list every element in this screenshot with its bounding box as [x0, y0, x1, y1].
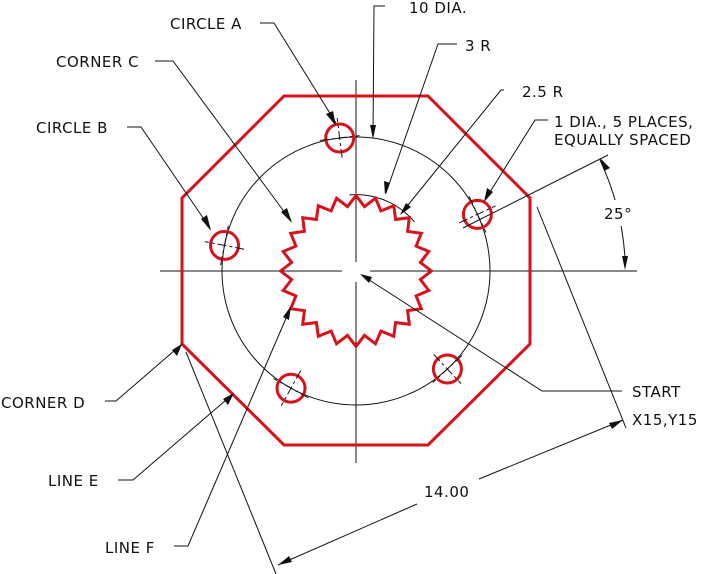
hole-5 — [431, 353, 463, 385]
bolt-circle — [221, 136, 491, 406]
leader-2-5r — [403, 89, 504, 211]
hole-3-centermark-tangent — [220, 225, 229, 266]
label-start-coords: X15,Y15 — [632, 411, 698, 429]
arrowhead-holes — [484, 188, 493, 202]
angle-arrowhead-bottom — [622, 256, 628, 270]
label-corner-c: CORNER C — [56, 53, 139, 71]
hole-5-centermark-tangent — [432, 355, 463, 383]
leader-corner-c — [155, 60, 292, 222]
label-circle-a: CIRCLE A — [170, 15, 242, 33]
leader-circle-b — [127, 126, 211, 229]
leader-start — [362, 275, 622, 392]
hole-3 — [209, 229, 240, 261]
arrowhead-2-5r — [400, 203, 411, 215]
extension-line-right — [536, 206, 627, 429]
label-10-dia: 10 DIA. — [409, 0, 467, 17]
label-corner-d: CORNER D — [1, 394, 85, 412]
label-holes-line2: EQUALLY SPACED — [554, 131, 691, 149]
dimension-line-right — [478, 419, 624, 480]
leader-holes — [484, 119, 548, 201]
leader-line-f — [174, 308, 291, 547]
gear-profile — [278, 193, 434, 349]
leader-circle-a — [260, 22, 337, 124]
arrowhead-circle-a — [326, 111, 336, 126]
leader-10-dia — [372, 5, 385, 138]
arrowhead-line-f — [283, 306, 291, 320]
label-3r: 3 R — [465, 37, 491, 55]
arrowhead-circle-b — [201, 215, 211, 231]
hole-2 — [324, 122, 356, 154]
leader-line-e — [118, 393, 234, 481]
arrowhead-10-dia — [370, 125, 376, 139]
arrowhead-start — [360, 274, 372, 283]
leader-corner-d — [105, 343, 183, 402]
arrowhead-corner-d — [172, 344, 182, 356]
hole-1-centermark-tangent — [468, 195, 487, 233]
label-circle-b: CIRCLE B — [36, 119, 108, 137]
octagon-outline — [180, 94, 532, 447]
dim-arrowhead-left — [278, 556, 292, 565]
angle-text-mask — [602, 200, 632, 226]
arrowhead-line-e — [223, 393, 234, 405]
hole-4-centermark-tangent — [273, 378, 309, 399]
arrowhead-3r — [384, 181, 390, 195]
hole-2-centermark-tangent — [319, 135, 360, 141]
label-line-e: LINE E — [48, 472, 99, 490]
label-2-5r: 2.5 R — [522, 83, 564, 101]
leader-3r — [385, 43, 457, 194]
dimension-line-left — [277, 503, 418, 566]
hole-group — [204, 118, 496, 406]
label-holes-line1: 1 DIA., 5 PLACES, — [554, 113, 693, 131]
label-overall-dim: 14.00 — [424, 483, 469, 501]
label-angle: 25° — [604, 205, 632, 223]
hole-1 — [461, 198, 493, 230]
arrowhead-corner-c — [281, 208, 292, 223]
extension-line-left — [185, 351, 277, 574]
hole-4 — [275, 372, 307, 404]
angle-extension-line — [462, 154, 609, 229]
angle-arrowhead-top — [600, 158, 610, 171]
label-start: START — [632, 383, 681, 401]
label-line-f: LINE F — [105, 539, 155, 557]
dim-arrowhead-right — [609, 420, 623, 429]
